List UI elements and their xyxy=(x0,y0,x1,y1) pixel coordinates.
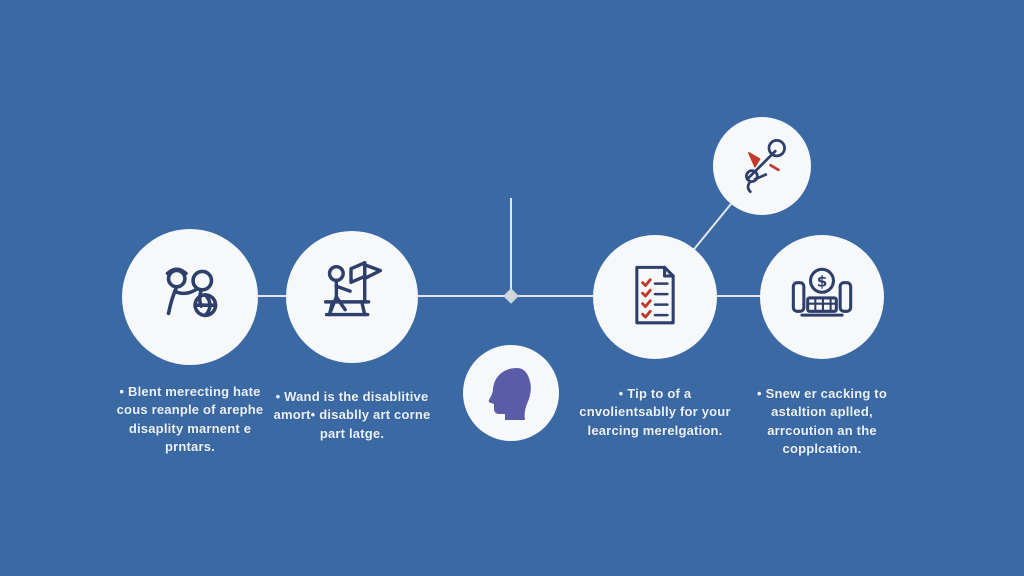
head-node xyxy=(463,345,559,441)
person-flag-icon xyxy=(745,138,786,194)
svg-text:$: $ xyxy=(817,272,828,290)
step-2-node xyxy=(286,231,418,363)
step-3-caption: • Tip to of a cnvolientsablly for your l… xyxy=(579,386,731,438)
people-support-icon xyxy=(165,267,218,318)
step-2-caption: • Wand is the disablitive amort• disabll… xyxy=(273,389,431,441)
step-4-node: $ xyxy=(760,235,884,359)
flag-node xyxy=(713,117,811,215)
person-desk-chart-icon xyxy=(323,261,383,317)
step-1-caption: • Blent merecting hate cous reanple of a… xyxy=(116,384,264,455)
center-node-diamond xyxy=(503,288,519,304)
step-4-caption: • Snew er cacking to astaltion aplled, a… xyxy=(757,386,887,457)
money-bag-icon: $ xyxy=(791,267,853,317)
checklist-document-icon xyxy=(635,265,675,325)
step-1-node xyxy=(122,229,258,365)
head-silhouette-icon xyxy=(488,368,531,420)
step-3-node xyxy=(593,235,717,359)
